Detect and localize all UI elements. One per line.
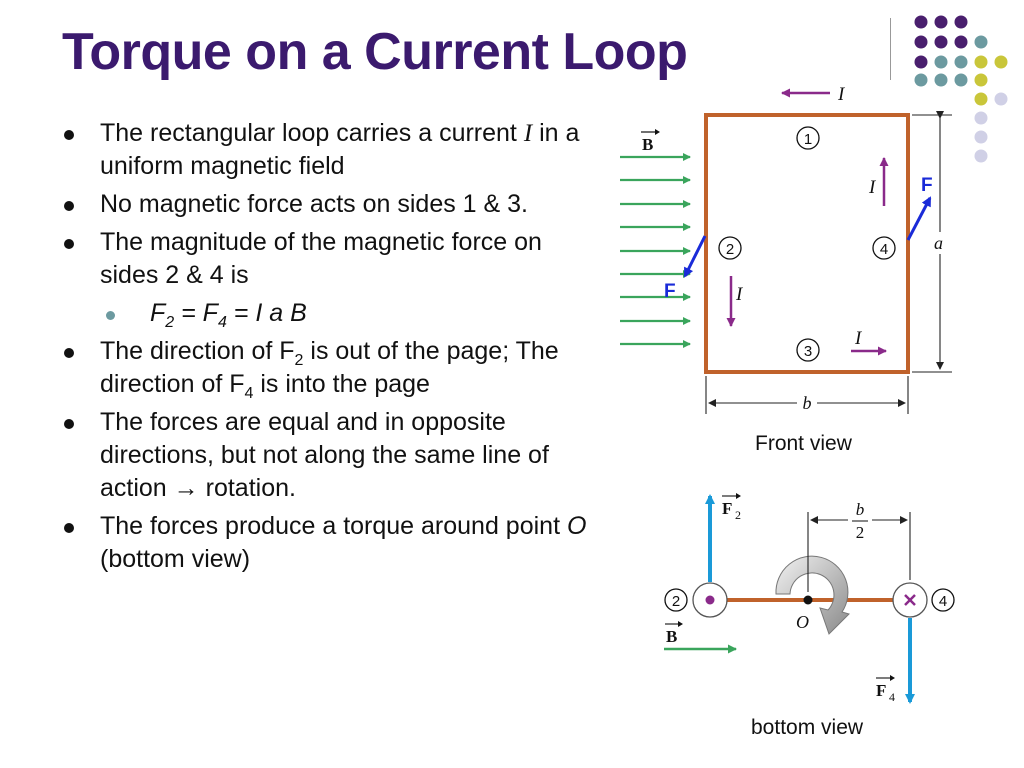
dimension-half-b: [807, 512, 911, 592]
bullet-force-equation: F2 = F4 = I a B: [62, 297, 602, 331]
bullet-force-direction: The direction of F2 is out of the page; …: [62, 335, 602, 402]
magnetic-field-arrows: [620, 153, 691, 348]
side-label-3: 3: [796, 338, 820, 362]
force-arrow-side2: [683, 235, 707, 278]
svg-text:1: 1: [804, 131, 812, 148]
current-loop-rect: [704, 113, 910, 374]
svg-text:3: 3: [804, 343, 812, 360]
front-view-diagram: B I I I I 1 2 3 4 F F a b: [620, 84, 952, 414]
dimension-b: [705, 376, 909, 414]
half-b-numerator: b: [856, 500, 865, 519]
side-label-2: 2: [718, 236, 742, 260]
svg-text:4: 4: [939, 593, 947, 610]
into-page-cross-icon: [904, 594, 916, 606]
dimension-b-label: b: [803, 393, 812, 413]
bullet-list: The rectangular loop carries a current I…: [62, 117, 602, 581]
svg-text:2: 2: [726, 241, 734, 258]
current-label-right: I: [868, 177, 877, 198]
pivot-point: [803, 595, 813, 605]
bottom-side-label-4: 4: [931, 588, 955, 612]
force-arrow-side4: [906, 196, 932, 241]
front-view-caption: Front view: [755, 432, 852, 455]
bullet-loop-current: The rectangular loop carries a current I…: [62, 117, 602, 183]
rotation-arrow-icon: [775, 555, 850, 635]
svg-text:2: 2: [735, 508, 741, 522]
current-label-top: I: [837, 84, 846, 105]
f4-label: F 4: [876, 675, 895, 704]
pivot-label: O: [796, 612, 809, 632]
dots-purple: [914, 15, 968, 69]
bottom-b-label: B: [665, 621, 683, 646]
svg-text:4: 4: [889, 690, 895, 704]
force-label-side2: F: [664, 281, 676, 302]
current-label-bottom: I: [854, 328, 863, 349]
bottom-view-caption: bottom view: [751, 716, 864, 739]
dimension-a: [912, 111, 952, 373]
svg-text:B: B: [666, 627, 677, 646]
dots-teal: [914, 35, 988, 87]
bottom-side-label-2: 2: [664, 588, 688, 612]
force-label-side4: F: [921, 175, 933, 196]
title-divider: [890, 18, 891, 80]
current-label-left: I: [735, 284, 744, 305]
bullet-force-magnitude: The magnitude of the magnetic force on s…: [62, 226, 602, 292]
dimension-a-label: a: [934, 233, 943, 253]
side-label-1: 1: [796, 126, 820, 150]
side-label-4: 4: [872, 236, 896, 260]
field-b-label: B: [642, 135, 653, 154]
bullet-no-force: No magnetic force acts on sides 1 & 3.: [62, 188, 602, 221]
svg-text:2: 2: [672, 593, 680, 610]
svg-text:4: 4: [880, 241, 888, 258]
half-b-denominator: 2: [856, 523, 865, 542]
slide-title: Torque on a Current Loop: [62, 23, 688, 81]
svg-text:F: F: [876, 681, 886, 700]
f2-label: F 2: [722, 493, 741, 522]
svg-text:F: F: [722, 499, 732, 518]
bullet-torque: The forces produce a torque around point…: [62, 510, 602, 576]
bottom-view-diagram: F 2 F 4 O 2 4 B b 2: [664, 493, 955, 704]
field-vector-arrow-icon: [641, 129, 660, 135]
out-of-page-dot-icon: [705, 595, 715, 605]
bullet-rotation: The forces are equal and in opposite dir…: [62, 406, 602, 505]
